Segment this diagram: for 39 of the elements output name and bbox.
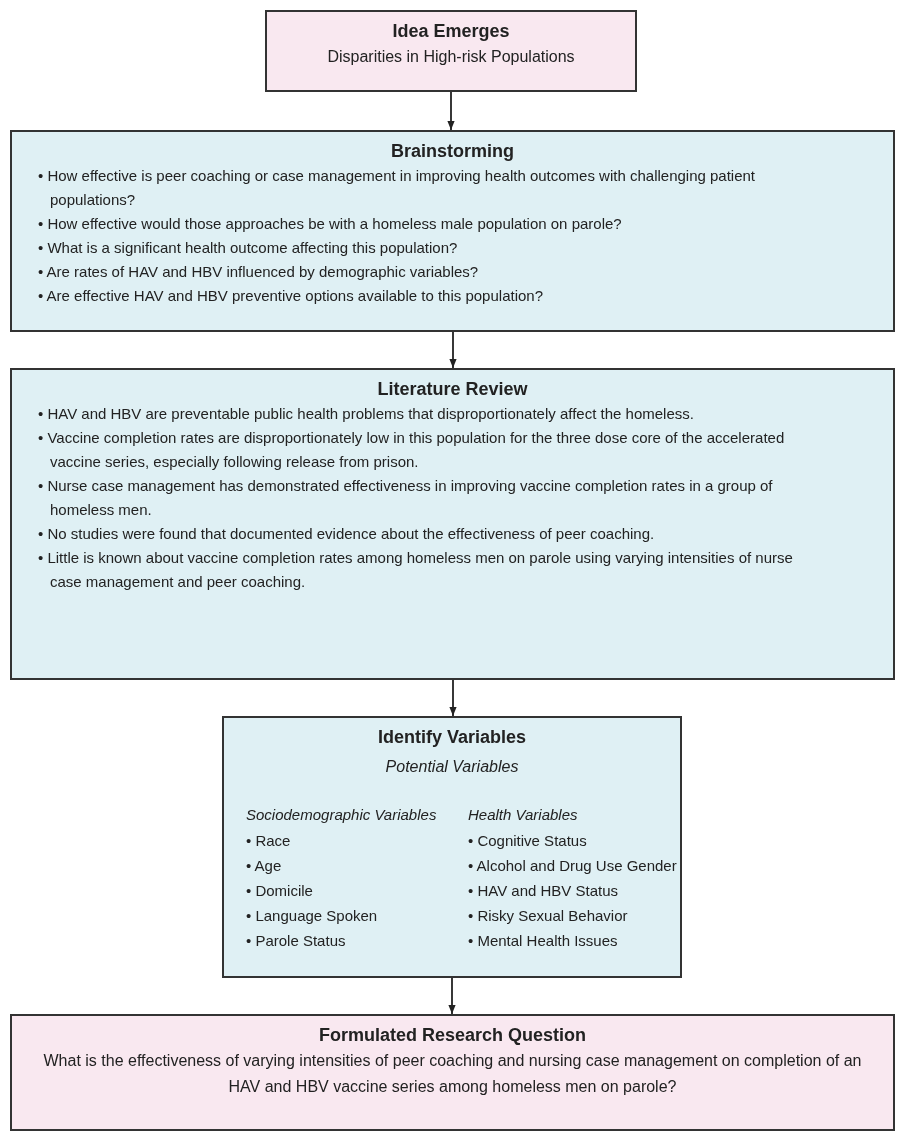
process-box [10,368,895,680]
column-heading: Health Variables [468,805,579,825]
bullet-item: • How effective is peer coaching or case management in improving health outcomes with challenging patient populations? [38,166,757,210]
arrow [448,977,456,1015]
bullet-item: • Vaccine completion rates are disproportionately low in this population for the three dose core of the accelerated vaccine series, especially following release from prison. [38,428,786,472]
bullet-item: • Mental Health Issues [468,931,619,951]
bullet-item: • No studies were found that documented evidence about the effectiveness of peer coaching. [38,524,656,544]
box-heading: Literature Review [376,378,529,401]
process-box [222,716,682,978]
bullet-item: • HAV and HBV are preventable public health problems that disproportionately affect the homeless. [38,404,695,424]
bullet-item: • Cognitive Status [468,831,588,851]
column-heading: Sociodemographic Variables [246,805,437,825]
bullet-item: • Are effective HAV and HBV preventive options available to this population? [38,286,544,306]
bullet-item: • Domicile [246,881,314,901]
arrow [447,91,455,131]
box-subheading: Potential Variables [384,757,520,777]
bullet-item: • Nurse case management has demonstrated effectiveness in improving vaccine completion rates in a group of homeless men. [38,476,774,520]
arrow [449,679,457,717]
box-heading: Identify Variables [376,726,528,749]
box-heading: Formulated Research Question [317,1024,588,1047]
process-box [10,1014,895,1131]
process-box [265,10,637,92]
bullet-item: • Alcohol and Drug Use Gender [468,856,677,876]
arrow [449,331,457,369]
bullet-item: • Age [246,856,283,876]
bullet-item: • Little is known about vaccine completion rates among homeless men on parole using varying intensities of nurse case management and peer coaching. [38,548,794,592]
bullet-item: • How effective would those approaches be with a homeless male population on parole? [38,214,623,234]
box-heading: Idea Emerges [391,20,511,43]
bullet-item: • Language Spoken [246,906,379,926]
box-heading: Brainstorming [390,140,515,163]
process-box [10,130,895,332]
bullet-item: • HAV and HBV Status [468,881,620,901]
bullet-item: • Race [246,831,292,851]
bullet-item: • Parole Status [246,931,347,951]
box-text: What is the effectiveness of varying intensities of peer coaching and nursing case management on completion of an HAV and HBV vaccine series among homeless men on parole? [42,1051,863,1097]
bullet-item: • Risky Sexual Behavior [468,906,629,926]
box-text: Disparities in High-risk Populations [326,47,576,67]
bullet-item: • What is a significant health outcome affecting this population? [38,238,459,258]
bullet-item: • Are rates of HAV and HBV influenced by demographic variables? [38,262,480,282]
